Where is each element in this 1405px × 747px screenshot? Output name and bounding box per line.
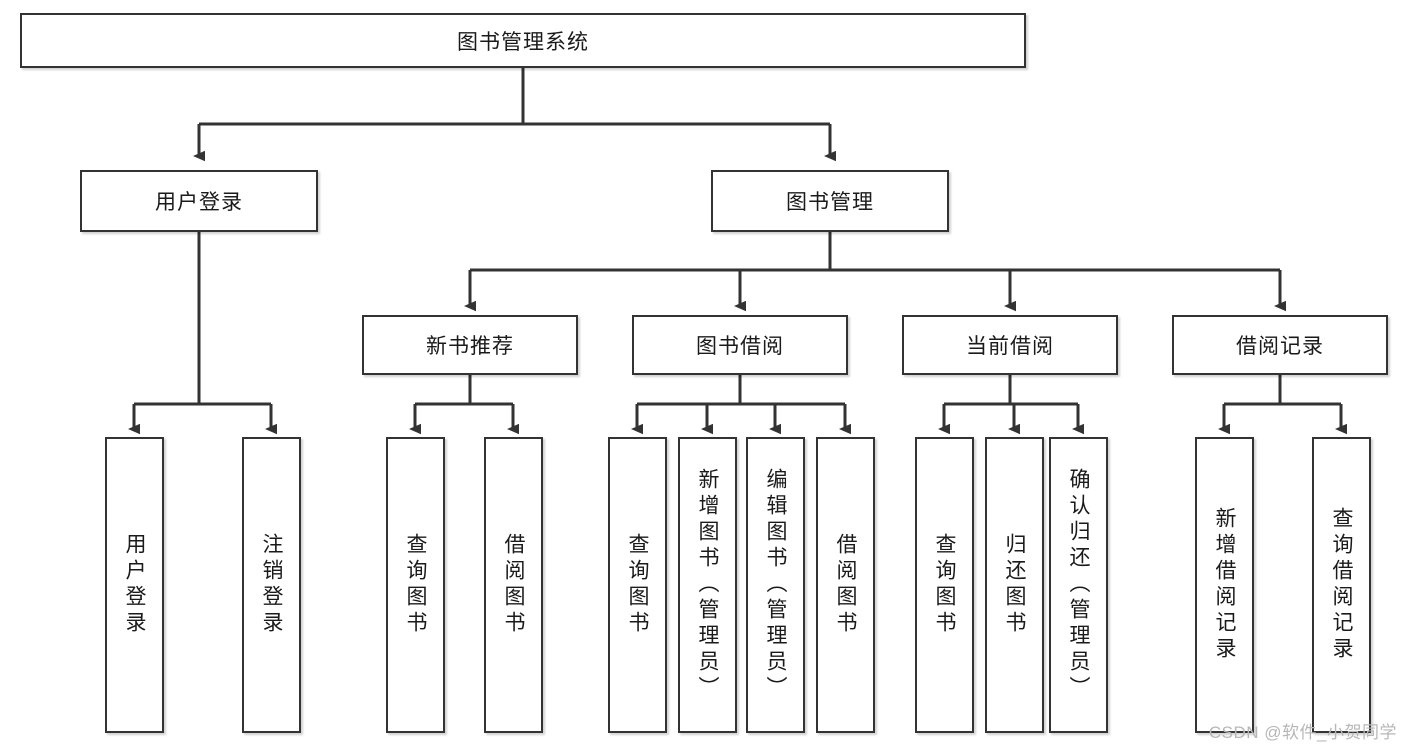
leaf-recommend-borrow-book[interactable]: 借阅图书 bbox=[484, 437, 543, 733]
node-book-borrow[interactable]: 图书借阅 bbox=[632, 315, 848, 375]
node-book-management[interactable]: 图书管理 bbox=[711, 170, 949, 232]
node-label: 借阅记录 bbox=[1236, 335, 1324, 358]
leaf-user-login-login[interactable]: 用户登录 bbox=[105, 437, 164, 733]
node-label: 查询借阅记录 bbox=[1330, 507, 1353, 663]
node-label: 编辑图书（管理员） bbox=[764, 468, 787, 702]
node-label: 新书推荐 bbox=[426, 335, 514, 358]
node-label: 查询图书 bbox=[626, 533, 649, 637]
node-label: 借阅图书 bbox=[834, 533, 857, 637]
node-root-system[interactable]: 图书管理系统 bbox=[20, 13, 1026, 68]
node-label: 借阅图书 bbox=[502, 533, 525, 637]
node-label: 归还图书 bbox=[1003, 533, 1026, 637]
leaf-current-return-book[interactable]: 归还图书 bbox=[985, 437, 1044, 733]
node-label: 用户登录 bbox=[123, 533, 146, 637]
node-label: 图书管理系统 bbox=[457, 30, 589, 54]
node-borrow-records[interactable]: 借阅记录 bbox=[1172, 315, 1388, 375]
leaf-current-confirm-return-admin[interactable]: 确认归还（管理员） bbox=[1049, 437, 1108, 733]
leaf-borrow-edit-book-admin[interactable]: 编辑图书（管理员） bbox=[746, 437, 805, 733]
leaf-records-query-record[interactable]: 查询借阅记录 bbox=[1312, 437, 1371, 733]
node-label: 注销登录 bbox=[260, 533, 283, 637]
leaf-borrow-query-book[interactable]: 查询图书 bbox=[608, 437, 667, 733]
leaf-recommend-query-book[interactable]: 查询图书 bbox=[386, 437, 445, 733]
node-user-login[interactable]: 用户登录 bbox=[80, 170, 318, 232]
node-label: 当前借阅 bbox=[966, 335, 1054, 358]
node-label: 新增图书（管理员） bbox=[696, 468, 719, 702]
node-current-borrow[interactable]: 当前借阅 bbox=[902, 315, 1118, 375]
node-new-book-recommend[interactable]: 新书推荐 bbox=[362, 315, 578, 375]
node-label: 新增借阅记录 bbox=[1213, 507, 1236, 663]
leaf-user-login-logout[interactable]: 注销登录 bbox=[242, 437, 301, 733]
node-label: 图书借阅 bbox=[696, 335, 784, 358]
leaf-borrow-add-book-admin[interactable]: 新增图书（管理员） bbox=[678, 437, 737, 733]
leaf-borrow-borrow-book[interactable]: 借阅图书 bbox=[816, 437, 875, 733]
leaf-records-add-record[interactable]: 新增借阅记录 bbox=[1195, 437, 1254, 733]
watermark-text: CSDN @软件_小贺同学 bbox=[1208, 723, 1397, 742]
leaf-current-query-book[interactable]: 查询图书 bbox=[915, 437, 974, 733]
node-label: 图书管理 bbox=[786, 191, 874, 214]
node-label: 确认归还（管理员） bbox=[1067, 468, 1090, 702]
node-label: 用户登录 bbox=[155, 191, 243, 214]
node-label: 查询图书 bbox=[933, 533, 956, 637]
node-label: 查询图书 bbox=[404, 533, 427, 637]
